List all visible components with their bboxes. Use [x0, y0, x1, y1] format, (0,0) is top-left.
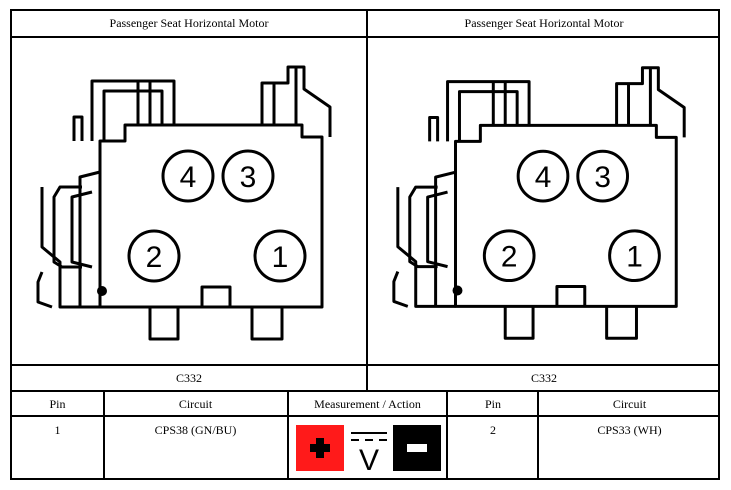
connector-id-left: C332: [175, 370, 202, 385]
connector-latch-left: [90, 79, 176, 141]
header-circuit-a: Circuit: [178, 396, 213, 411]
pin-3-circle: [221, 149, 275, 203]
row-circuit-b: CPS33 (WH): [597, 423, 662, 437]
connector-bottom-tab-left: [148, 307, 180, 341]
pin-1-label: 1: [626, 241, 643, 274]
header-measurement: Measurement / Action: [314, 396, 421, 411]
connector-face-right: 4 3 2 1: [392, 66, 686, 340]
row-measurement: V: [288, 417, 447, 480]
connector-face-left: 4 3 2 1: [36, 65, 332, 341]
pin-4-label: 4: [535, 161, 552, 194]
connector-bottom-tab-right: [250, 307, 284, 341]
connector-body-outline: [98, 123, 324, 309]
pin-3-label: 3: [240, 161, 257, 194]
pin-4-circle: [161, 149, 215, 203]
connector-id-right: C332: [530, 370, 557, 385]
dc-voltage-icon: V: [350, 431, 387, 475]
svg-text:V: V: [358, 444, 378, 475]
row-pin-b: 2: [490, 423, 496, 437]
pinout-frame: Passenger Seat Horizontal Motor Passenge…: [10, 9, 720, 480]
connector-title-left: Passenger Seat Horizontal Motor: [109, 16, 269, 30]
pin-4-label: 4: [180, 161, 197, 194]
row-circuit-a: CPS38 (GN/BU): [154, 423, 237, 437]
row-pin-a: 1: [54, 423, 61, 437]
measurement-symbols: V: [295, 424, 441, 475]
connector-title-right: Passenger Seat Horizontal Motor: [464, 16, 624, 30]
connector-side-clip: [52, 185, 82, 269]
header-pin-b: Pin: [484, 396, 501, 411]
pin-2-circle: [127, 229, 181, 283]
pin-1-label: 1: [272, 241, 289, 274]
pin-2-label: 2: [501, 241, 518, 274]
header-circuit-b: Circuit: [612, 396, 647, 411]
pin-2-label: 2: [146, 241, 163, 274]
pin-1-circle: [253, 229, 307, 283]
header-pin-a: Pin: [49, 396, 66, 411]
pin-3-label: 3: [594, 161, 611, 194]
